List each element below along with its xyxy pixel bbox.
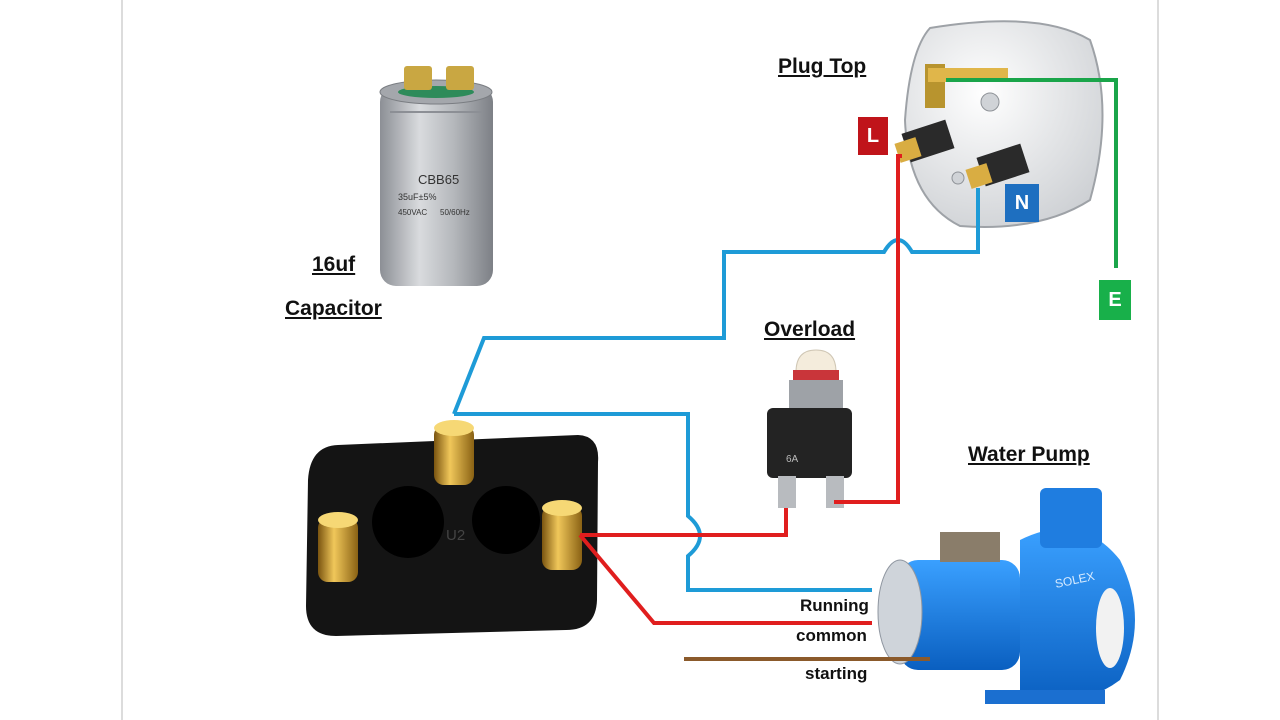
overload-to-terminal-wire	[580, 508, 788, 537]
neutral-wire	[452, 188, 980, 415]
plug-top-label: Plug Top	[778, 55, 867, 78]
capacitor-label: Capacitor	[285, 297, 382, 320]
overload-image: 6A	[767, 349, 852, 508]
earth-tag: E	[1099, 280, 1131, 320]
starting-label: starting	[805, 664, 868, 683]
water-pump-image: SOLEX	[877, 488, 1135, 704]
neutral-tag: N	[1005, 184, 1039, 222]
running-label: Running	[800, 596, 869, 615]
left-divider	[121, 0, 123, 720]
capacitor-freq-text: 50/60Hz	[440, 208, 470, 217]
capacitor-voltage-text: 450VAC	[398, 208, 427, 217]
terminal-right	[542, 500, 582, 570]
capacitor-image: CBB65 35uF±5% 450VAC 50/60Hz	[379, 66, 493, 286]
water-pump-label: Water Pump	[968, 443, 1090, 466]
live-tag: L	[858, 117, 888, 155]
live-wire	[834, 154, 902, 504]
common-label: common	[796, 626, 867, 645]
overload-rating-text: 6A	[786, 454, 799, 465]
earth-wire	[946, 78, 1118, 268]
terminal-left	[318, 512, 358, 582]
right-divider	[1157, 0, 1159, 720]
terminal-block-image: U2	[306, 420, 599, 636]
common-wire	[578, 533, 872, 625]
capacitor-rating-text: 35uF±5%	[398, 192, 436, 202]
terminal-marking-text: U2	[446, 527, 465, 544]
capacitor-value-label: 16uf	[312, 253, 356, 276]
terminal-top	[434, 420, 474, 485]
overload-label: Overload	[764, 318, 856, 341]
capacitor-model-text: CBB65	[418, 172, 459, 187]
plug-top-image	[894, 20, 1104, 228]
